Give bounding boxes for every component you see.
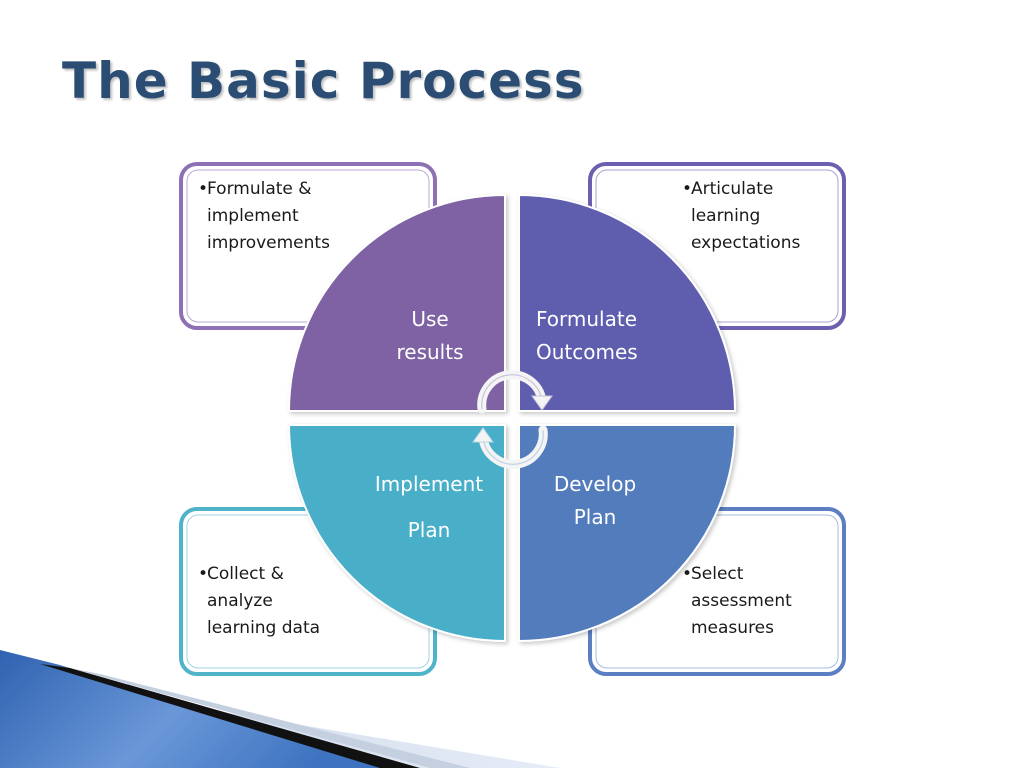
quadrant-label-use-results: Use results <box>380 303 480 369</box>
box-text-top-right: • Articulate learning expectations <box>682 176 801 257</box>
quadrant-label-line: Plan <box>407 518 451 542</box>
box-text-line: Articulate <box>691 179 774 199</box>
quadrant-use-results <box>287 193 506 412</box>
quadrant-label-implement-plan: Implement Plan <box>364 461 494 553</box>
bullet-marker: • <box>198 564 209 584</box>
quadrant-label-line: Plan <box>573 505 617 529</box>
box-text-top-left: • Formulate & implement improvements <box>198 176 330 257</box>
quadrant-implement-plan <box>287 424 506 643</box>
quadrant-label-line: Formulate <box>536 307 638 331</box>
box-text-line: expectations <box>691 233 801 253</box>
box-text-bottom-left: • Collect & analyze learning data <box>198 561 321 642</box>
box-text-line: Collect & <box>207 564 284 584</box>
quadrant-circle <box>287 193 737 643</box>
quadrant-develop-plan <box>518 424 737 643</box>
quadrant-label-line: Develop <box>553 472 637 496</box>
quadrant-label-line: Use <box>411 307 449 331</box>
box-text-line: learning <box>691 206 761 226</box>
bullet-marker: • <box>198 179 209 199</box>
circular-arrow-icon <box>477 370 553 414</box>
circular-arrow-icon <box>472 425 548 469</box>
box-text-line: assessment <box>691 591 792 611</box>
quadrant-label-line: Implement <box>374 472 484 496</box>
corner-decoration <box>0 650 560 768</box>
box-text-line: Select <box>691 564 744 584</box>
quadrant-label-formulate-outcomes: Formulate Outcomes <box>536 303 638 369</box>
box-text-line: Formulate & <box>207 179 312 199</box>
slide-title: The Basic Process <box>62 52 585 110</box>
box-text-line: analyze <box>207 591 273 611</box>
quadrant-label-line: Outcomes <box>536 340 638 364</box>
bullet-marker: • <box>682 179 693 199</box>
box-text-bottom-right: • Select assessment measures <box>682 561 792 642</box>
box-text-line: learning data <box>207 618 321 638</box>
box-text-line: implement <box>207 206 299 226</box>
bullet-marker: • <box>682 564 693 584</box>
quadrant-formulate-outcomes <box>518 193 737 412</box>
quadrant-label-develop-plan: Develop Plan <box>540 468 650 534</box>
box-text-line: measures <box>691 618 774 638</box>
quadrant-label-line: results <box>396 340 464 364</box>
box-text-line: improvements <box>207 233 330 253</box>
